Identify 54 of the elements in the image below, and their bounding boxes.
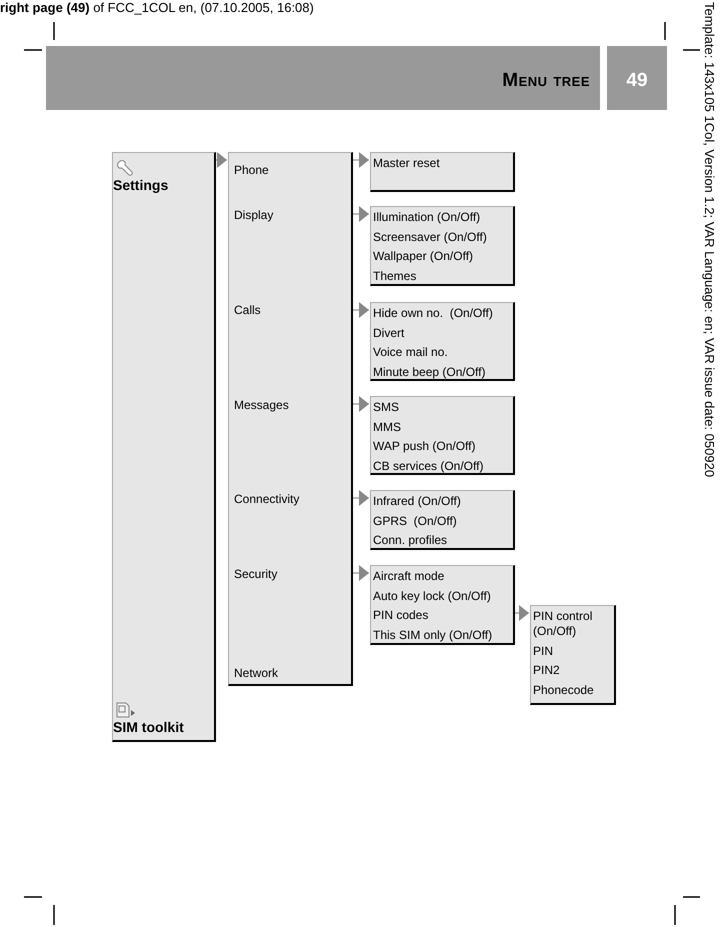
menu-item: GPRS (On/Off) (372, 514, 458, 528)
menu-arrow (352, 490, 370, 506)
submenu-box (370, 565, 515, 645)
menu-column (112, 152, 216, 742)
submenu-box (370, 206, 515, 286)
menu-item: Network (229, 666, 351, 684)
menu-item: WAP push (On/Off) (372, 439, 476, 454)
menu-item: Themes (372, 268, 418, 284)
menu-item: Security (229, 567, 351, 585)
menu-item: Conn. profiles (372, 533, 448, 548)
menu-item: PIN control (On/Off) (532, 609, 594, 639)
submenu-box (370, 490, 515, 550)
menu-item: Infrared (On/Off) (372, 494, 462, 509)
menu-item: CB services (On/Off) (372, 458, 484, 474)
menu-item: Messages (229, 398, 351, 416)
menu-item: Wallpaper (On/Off) (372, 249, 474, 264)
menu-item: Illumination (On/Off) (372, 210, 482, 225)
menu-arrow (352, 206, 370, 222)
menu-item: This SIM only (On/Off) (372, 628, 494, 642)
submenu-box (530, 605, 616, 705)
menu-arrow (352, 396, 370, 412)
menu-column (228, 152, 353, 686)
header-title: Menu tree (502, 70, 590, 92)
template-note: Template: 143x105 1Col, Version 1.2; VAR Language: en; VAR issue date: 050920 (702, 2, 717, 478)
print-note: right page (49) of FCC_1COL en, (07.10.2005, 16:08) (0, 0, 314, 15)
menu-arrow (514, 605, 530, 621)
menu-arrow (352, 152, 370, 168)
submenu-box (370, 302, 515, 381)
menu-arrow (352, 302, 370, 318)
menu-item: Screensaver (On/Off) (372, 230, 488, 244)
menu-item: Minute beep (On/Off) (372, 364, 486, 380)
menu-item: Phonecode (532, 682, 595, 698)
menu-arrow (216, 152, 228, 168)
menu-item: PIN2 (532, 663, 561, 678)
menu-item: Calls (229, 303, 351, 321)
menu-arrow (352, 565, 370, 581)
menu-item: Master reset (372, 156, 441, 171)
menu-item: PIN (532, 644, 554, 658)
menu-heading: Settings (113, 177, 168, 193)
menu-item: Phone (229, 163, 351, 181)
menu-item: Aircraft mode (372, 569, 446, 584)
menu-item: Display (229, 208, 351, 226)
submenu-box (370, 396, 515, 475)
menu-item: SMS (372, 400, 400, 415)
menu-item: Voice mail no. (372, 345, 449, 360)
menu-item: Auto key lock (On/Off) (372, 588, 492, 604)
page-number: 49 (625, 70, 649, 92)
menu-item: MMS (372, 420, 402, 434)
menu-item: Divert (372, 326, 406, 340)
menu-item: PIN codes (372, 608, 430, 623)
menu-item: Connectivity (229, 492, 351, 510)
menu-item: Hide own no. (On/Off) (372, 306, 494, 321)
submenu-box (370, 152, 515, 192)
menu-heading: SIM toolkit (113, 719, 184, 735)
